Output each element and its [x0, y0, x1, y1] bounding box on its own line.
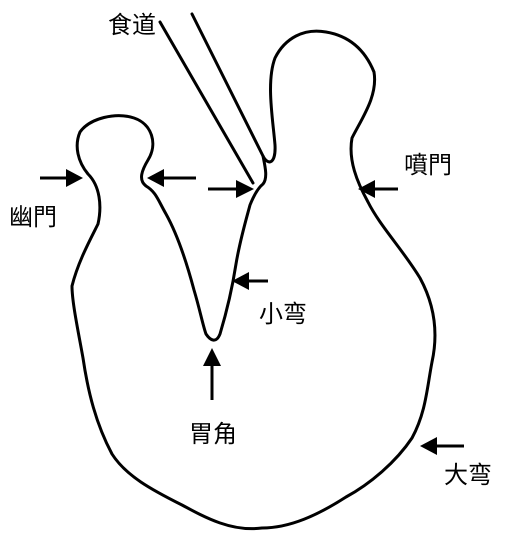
angular-incisure-label: 胃角 [189, 420, 237, 448]
greater-curvature-label: 大弯 [444, 461, 492, 489]
junction-arrow [208, 180, 254, 198]
lesser-curvature-label: 小弯 [259, 300, 307, 328]
greater-curvature-arrow [420, 437, 464, 455]
esophagus-label: 食道 [108, 11, 156, 39]
esophagus-tube [160, 14, 263, 183]
lesser-curvature-arrow [232, 272, 268, 290]
cardia-label: 噴門 [404, 151, 452, 179]
esophagus-right-wall [192, 14, 263, 156]
pylorus-arrow [40, 169, 83, 187]
pylorus-inner-arrow [147, 169, 196, 187]
pylorus-label: 幽門 [9, 203, 57, 231]
angular-incisure-arrow [203, 348, 221, 400]
